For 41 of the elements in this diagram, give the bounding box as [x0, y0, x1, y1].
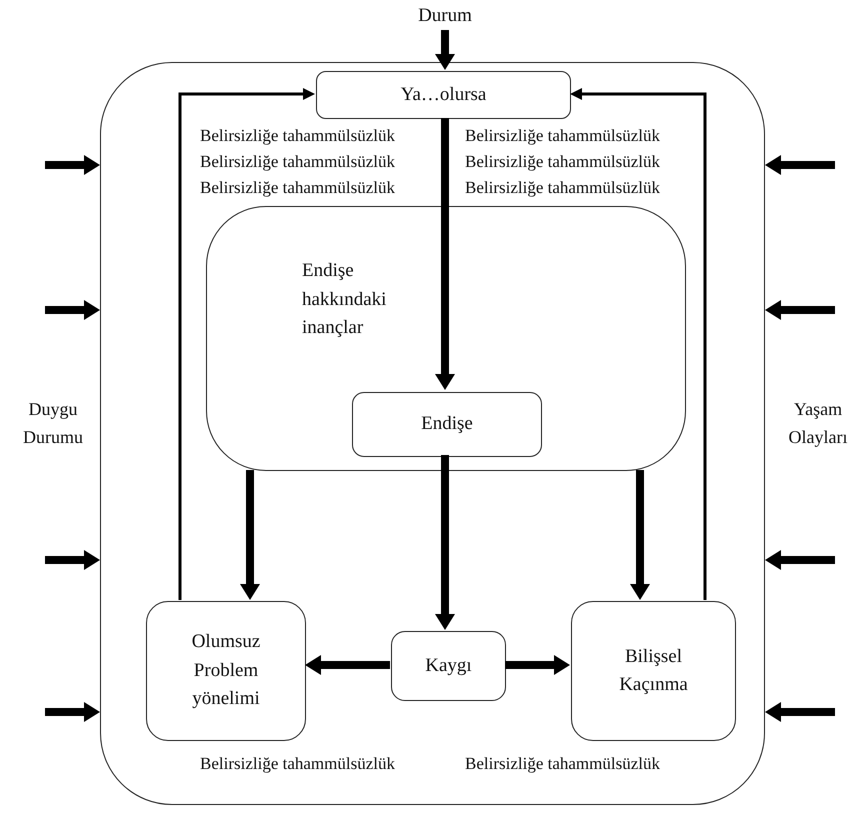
box-label: Olumsuz Problem yönelimi: [190, 630, 262, 712]
node-label: Durum: [405, 2, 485, 30]
rounded-frame: [100, 62, 765, 805]
background-text: Belirsizliğe tahammülsüzlük: [465, 151, 660, 173]
arrow: [240, 470, 260, 600]
box-label: Ya…olursa: [400, 82, 486, 107]
background-text: Belirsizliğe tahammülsüzlük: [200, 151, 395, 173]
arrow: [570, 88, 706, 600]
background-text: Belirsizliğe tahammülsüzlük: [465, 125, 660, 147]
box-label: Endişe hakkındaki inançlar: [302, 259, 388, 340]
rounded-box: [352, 392, 542, 457]
arrow: [765, 702, 835, 722]
arrow: [765, 155, 835, 175]
rounded-box: [146, 601, 306, 741]
box-label: Endişe: [421, 412, 473, 436]
rounded-box: [391, 631, 506, 701]
background-text: Belirsizliğe tahammülsüzlük: [200, 753, 395, 775]
arrow: [45, 300, 100, 320]
arrow: [435, 455, 455, 630]
box-label: Kaygı: [425, 654, 472, 678]
arrow: [45, 155, 100, 175]
arrow: [505, 655, 570, 675]
arrow: [435, 30, 455, 70]
side-label: Yaşam Olayları: [788, 398, 848, 449]
rounded-box: [206, 206, 686, 471]
background-text: Belirsizliğe tahammülsüzlük: [200, 125, 395, 147]
arrow: [765, 550, 835, 570]
arrow: [765, 300, 835, 320]
arrow: [305, 655, 390, 675]
arrow: [45, 702, 100, 722]
arrow: [435, 118, 455, 390]
rounded-box: [571, 601, 736, 741]
side-label: Duygu Durumu: [22, 398, 84, 449]
rounded-box: [316, 71, 571, 119]
arrow: [630, 470, 650, 600]
background-text: Belirsizliğe tahammülsüzlük: [465, 753, 660, 775]
box-label: Bilişsel Kaçınma: [618, 644, 689, 697]
background-text: Belirsizliğe tahammülsüzlük: [200, 177, 395, 199]
arrow: [178, 88, 315, 600]
background-text: Belirsizliğe tahammülsüzlük: [465, 177, 660, 199]
arrow: [45, 550, 100, 570]
